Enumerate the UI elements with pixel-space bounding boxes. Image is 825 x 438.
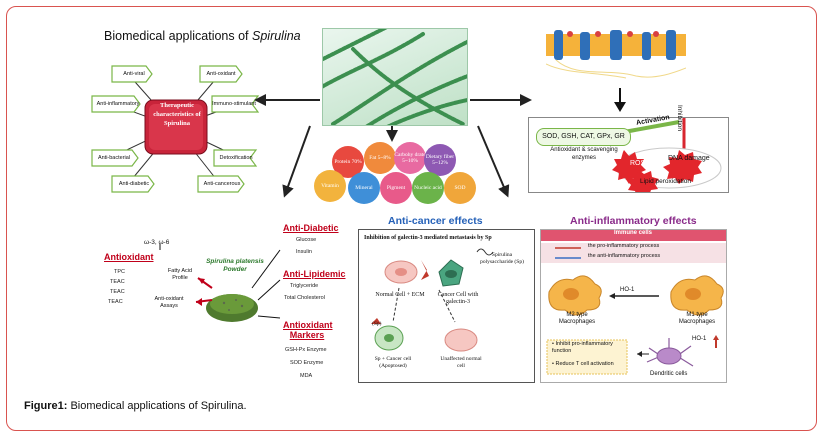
therapeutic-flower-diagram (91, 65, 260, 193)
flower-node-antioxidant: Anti-oxidant (206, 71, 236, 77)
flower-node-antibacterial: Anti-bacterial (97, 155, 131, 161)
nutrient-sod: SOD (444, 172, 476, 204)
nutrient-mineral: Mineral (348, 172, 380, 204)
antidiabetic-item: Insulin (296, 249, 312, 255)
omega-label: ω-3, ω-6 (144, 239, 170, 246)
apoptosed-label: Sp + Cancer cell (Apoptosed) (374, 356, 412, 369)
ros-label: ROS (630, 160, 646, 167)
flower-node-antiviral: Anti-viral (123, 71, 145, 77)
sp-label: Spirulina polysaccharide (Sp) (480, 252, 524, 265)
nutrient-nucleic-acid: Nucleic acid (412, 172, 444, 204)
anti-inflammatory-label: the anti-inflammatory process (588, 253, 661, 259)
dna-damage-label: DNA damage (668, 155, 710, 162)
anticancer-heading: Anti-cancer effects (388, 215, 483, 227)
figure-title: Biomedical applications of Spirulina (104, 29, 301, 43)
sp-short-label: (Sp) (372, 321, 382, 327)
cell-membrane-image (545, 28, 687, 80)
marker-item: MDA (300, 373, 313, 379)
antioxidant-item: TPC (114, 269, 125, 275)
fatty-acid-label: Fatty Acid Profile (167, 268, 193, 282)
nutrient-dietary-fiber: Dietary fiber 5~12% (424, 144, 456, 176)
anticancer-panel (358, 229, 535, 383)
antiinflammatory-panel (540, 229, 727, 383)
antilipidemic-heading: Anti-Lipidemic (283, 269, 346, 279)
nutrient-fat: Fat 5~8% (364, 142, 396, 174)
powder-arrows (159, 244, 281, 322)
antioxidant-pathway-box (528, 117, 729, 193)
figure-caption: Figure1: Biomedical applications of Spir… (24, 400, 247, 412)
antioxidant-enzymes-pill: SOD, GSH, CAT, GPx, GR (536, 128, 631, 146)
anticancer-subtitle: Inhibition of galectin-3 mediated metast… (364, 235, 492, 241)
unaffected-label: Unaffected normal cell (440, 356, 482, 369)
flower-node-immunostimulant: Immuno-stimulant (212, 101, 256, 107)
antidiabetic-heading: Anti-Diabetic (283, 223, 339, 233)
flower-node-detoxification: Detoxification (219, 155, 253, 161)
dendritic-cells-label: Dendritic cells (650, 371, 688, 377)
antioxidant-assays-label: Anti-oxidant Assays (154, 296, 184, 310)
ho1-label-2: HO-1 (692, 336, 707, 342)
cancer-cell-label: Cancer Cell with galectin-3 (437, 292, 479, 306)
center-node-label: Therapeutic characteristics of Spirulina (153, 102, 201, 127)
flow-arrows (254, 94, 532, 198)
flower-node-anticancerous: Anti-cancerous (203, 181, 241, 187)
antioxidant-item: TEAC (108, 299, 123, 305)
ho1-label: HO-1 (620, 287, 635, 293)
nutrient-carbohydrate: Carbohy drate 5~10% (394, 142, 426, 174)
flower-node-antiinflammatory: Anti-inflammatory (96, 101, 140, 107)
nutrient-vitamin: Vitamin (314, 170, 346, 202)
antioxidant-heading: Antioxidant (104, 252, 154, 262)
antidiabetic-item: Glucose (296, 237, 317, 243)
nutrient-pigment: Pigment (380, 172, 412, 204)
antioxidant-item: TEAC (110, 289, 125, 295)
pro-inflammatory-label: the pro-inflammatory process (588, 243, 660, 249)
bullet-inhibit: • Inhibit pro-inflammatory function (552, 341, 613, 354)
markers-heading: Antioxidant Markers (283, 320, 333, 341)
powder-label: Spirulina platensis Powder (206, 258, 264, 274)
marker-item: GSH-Px Enzyme (285, 347, 327, 353)
inhibition-label: Inhibition (676, 105, 683, 132)
m1-macrophages-label: M1 type Macrophages (678, 312, 716, 326)
normal-cell-label: Normal Cell + ECM (375, 292, 425, 298)
antilipidemic-item: Triglyceride (290, 283, 319, 289)
spirulina-micrograph (322, 28, 468, 126)
antioxidant-enzymes-label: Antioxidant & scavenging enzymes (550, 147, 618, 161)
antioxidant-item: TEAC (110, 279, 125, 285)
down-arrow-icon (614, 88, 626, 112)
antilipidemic-item: Total Cholesterol (284, 295, 325, 301)
immune-cells-label: Immune cells (614, 230, 653, 236)
m2-macrophages-label: M2 type Macrophages (558, 312, 596, 326)
flower-node-antidiabetic: Anti-diabetic (118, 181, 150, 187)
bullet-reduce: • Reduce T cell activation (552, 361, 614, 367)
lipid-peroxidation-label: Lipid peroxidation (640, 178, 691, 185)
antiinflammatory-heading: Anti-inflammatory effects (570, 215, 697, 227)
marker-item: SOD Enzyme (290, 360, 324, 366)
